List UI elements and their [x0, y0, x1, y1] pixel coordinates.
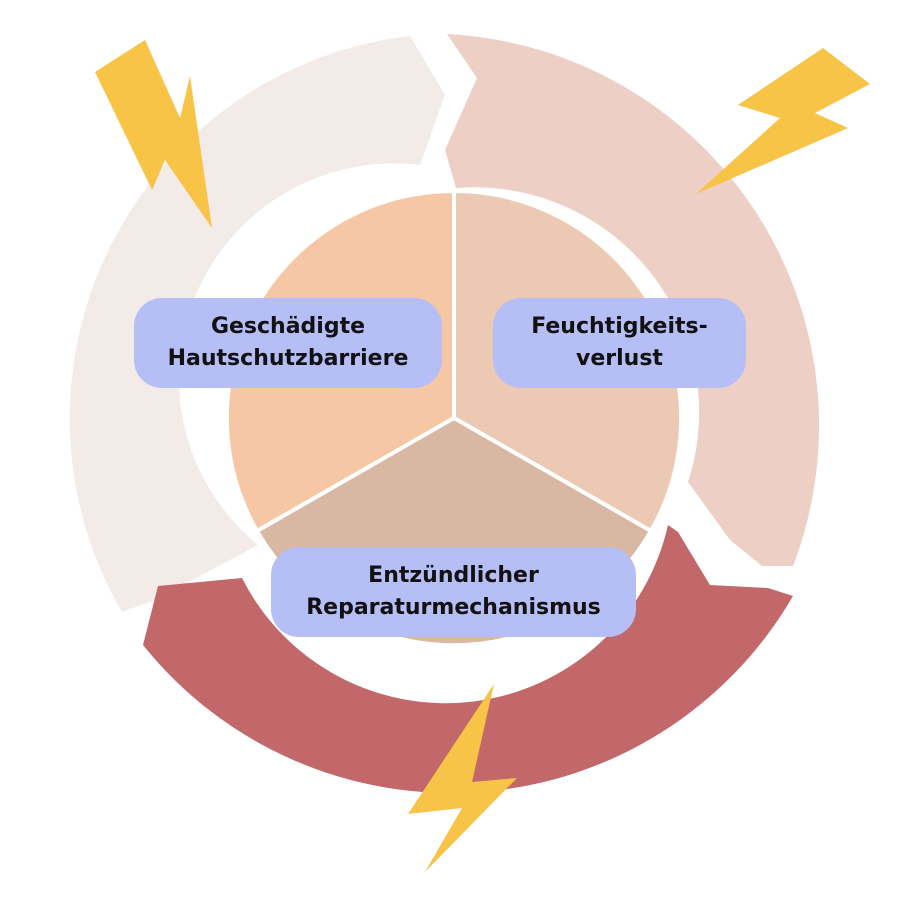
label-line: Reparaturmechanismus [306, 595, 601, 620]
label-line: Geschädigte [210, 314, 366, 339]
label-line: Hautschutzbarriere [167, 346, 409, 371]
label-line: Feuchtigkeits- [531, 314, 708, 339]
cycle-label-inflammatory-repair: Entzündlicher Reparaturmechanismus [271, 547, 636, 637]
label-line: verlust [576, 346, 663, 371]
lightning-bolt-icon [408, 684, 517, 872]
lightning-bolt-icon [95, 40, 212, 228]
label-line: Entzündlicher [368, 563, 539, 588]
lightning-bolt-icon [696, 48, 870, 194]
ring-segment-right [445, 34, 820, 566]
ring-segment-bottom [143, 525, 793, 793]
cycle-label-damaged-barrier: Geschädigte Hautschutzbarriere [134, 298, 442, 388]
ring-segment-left [69, 36, 445, 612]
cycle-label-moisture-loss: Feuchtigkeits- verlust [493, 298, 746, 388]
